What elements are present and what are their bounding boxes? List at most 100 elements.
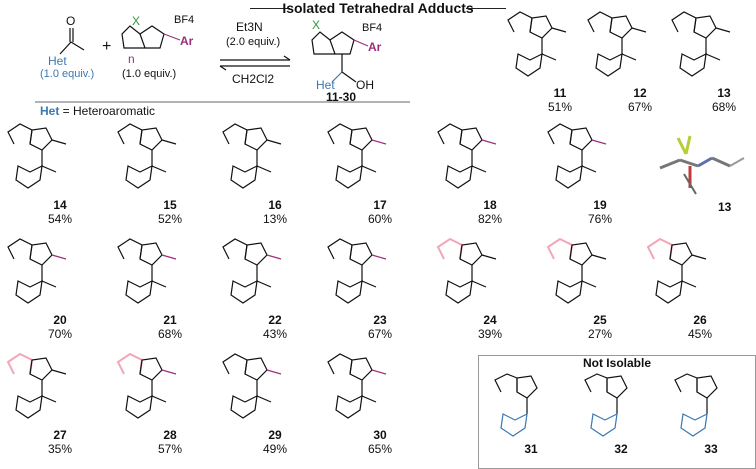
compound-33: 33 — [667, 370, 753, 464]
compound-number: 25 — [593, 313, 607, 327]
product-het-label: Het — [316, 78, 335, 92]
compound-yield: 65% — [367, 442, 393, 456]
compound-number: 27 — [53, 428, 67, 442]
compound-number: 33 — [704, 442, 718, 456]
compound-yield: 45% — [687, 327, 713, 341]
structure-20 — [7, 238, 67, 304]
structure-31 — [494, 373, 538, 437]
anion-label: BF4 — [174, 14, 195, 26]
structure-26 — [646, 237, 707, 304]
structure-14 — [7, 123, 67, 189]
compound-yield: 68% — [157, 327, 183, 341]
compound-yield: 13% — [262, 212, 288, 226]
compound-number: 15 — [163, 198, 177, 212]
compound-yield: 82% — [477, 212, 503, 226]
compound-yield: 52% — [157, 212, 183, 226]
title-rule-left — [250, 8, 290, 9]
compound-number: 30 — [373, 428, 387, 442]
compound-31: 31 — [487, 370, 573, 464]
structure-30 — [327, 353, 387, 419]
legend-het: Het — [40, 104, 60, 118]
compound-yield: 49% — [262, 442, 288, 456]
structure-27 — [6, 352, 67, 419]
compound-number: 21 — [163, 313, 177, 327]
structure-12 — [587, 11, 647, 77]
legend-text: = Heteroaromatic — [59, 104, 156, 118]
compound-number: 32 — [614, 442, 628, 456]
structure-25 — [546, 237, 607, 304]
compound-number: 26 — [693, 313, 707, 327]
compound-yield: 70% — [47, 327, 73, 341]
x-atom-label: X — [132, 14, 141, 28]
aryl-label: Ar — [180, 34, 194, 48]
compound-yield: 51% — [547, 100, 573, 114]
structure-18 — [437, 123, 497, 189]
compound-number: 29 — [268, 428, 282, 442]
product-aryl-label: Ar — [368, 40, 382, 54]
compound-number: 28 — [163, 428, 177, 442]
structure-28 — [116, 352, 177, 419]
compound-number: 24 — [483, 313, 497, 327]
structure-13 — [671, 11, 731, 77]
reagent-label: Et3N — [236, 20, 263, 34]
compound-32: 32 — [577, 370, 663, 464]
compound-yield: 43% — [262, 327, 288, 341]
not-isolable-box: Not Isolable 31 32 33 — [478, 355, 756, 469]
structure-33 — [674, 373, 718, 437]
product-oh-label: OH — [356, 78, 374, 92]
compound-number: 17 — [373, 198, 387, 212]
structure-15 — [117, 123, 177, 189]
product-x-label: X — [312, 18, 321, 32]
structure-32 — [584, 373, 628, 437]
product-range: 11-30 — [326, 90, 357, 104]
n-index-label: n — [128, 52, 135, 66]
aldehyde-equiv: (1.0 equiv.) — [40, 68, 95, 80]
compound-yield: 39% — [477, 327, 503, 341]
legend: Het = Heteroaromatic — [40, 104, 155, 118]
plus-sign: + — [102, 38, 112, 55]
compound-number: 18 — [483, 198, 497, 212]
reagent-equiv: (2.0 equiv.) — [226, 36, 281, 48]
title-rule-right — [466, 8, 506, 9]
compound-number: 31 — [524, 442, 538, 456]
compound-number: 13 — [717, 86, 731, 100]
product-anion-label: BF4 — [362, 22, 383, 34]
structure-11 — [507, 11, 567, 77]
structure-21 — [117, 238, 177, 304]
aldehyde-oxygen: O — [66, 14, 76, 28]
compound-number: 14 — [53, 198, 67, 212]
structure-19 — [547, 123, 607, 189]
reaction-scheme — [35, 25, 410, 103]
structure-29 — [222, 353, 282, 419]
compound-number: 22 — [268, 313, 282, 327]
crystal-label: 13 — [718, 200, 732, 214]
compound-yield: 76% — [587, 212, 613, 226]
compound-number: 16 — [268, 198, 282, 212]
figure-title: Isolated Tetrahedral Adducts — [282, 0, 474, 16]
triazolium-equiv: (1.0 equiv.) — [122, 68, 177, 80]
structure-24 — [436, 237, 497, 304]
compound-number: 23 — [373, 313, 387, 327]
compound-yield: 57% — [157, 442, 183, 456]
compound-number: 20 — [53, 313, 67, 327]
aldehyde-het: Het — [48, 54, 67, 68]
structure-17 — [327, 123, 387, 189]
not-isolable-title: Not Isolable — [582, 356, 651, 370]
crystal-structure-image — [659, 135, 745, 195]
